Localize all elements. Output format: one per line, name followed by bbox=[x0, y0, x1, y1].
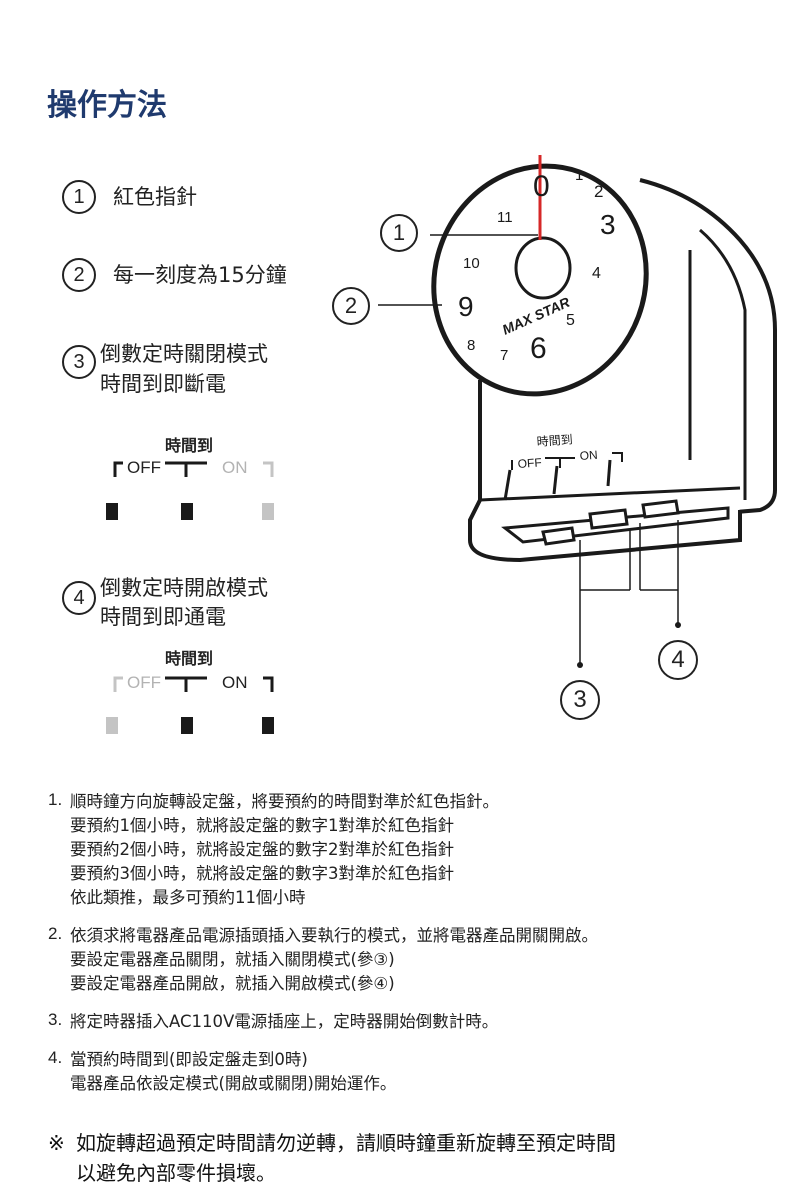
instruction-line: 要預約1個小時，就將設定盤的數字1對準於紅色指針 bbox=[70, 816, 454, 835]
instruction-line: 要預約2個小時，就將設定盤的數字2對準於紅色指針 bbox=[70, 840, 454, 859]
feature-on-mode-desc: 時間到即通電 bbox=[100, 605, 226, 629]
switch-on-label: ON bbox=[222, 458, 248, 477]
dial-number-1: 1 bbox=[575, 167, 583, 184]
switch-time-label: 時間到 bbox=[165, 436, 214, 455]
dial-number-11: 11 bbox=[497, 209, 513, 226]
dial-number-5: 5 bbox=[566, 312, 575, 329]
dial-number-10: 10 bbox=[463, 255, 480, 272]
callout-number-1: 1 bbox=[62, 180, 96, 214]
switch-on-label-2: ON bbox=[222, 673, 248, 692]
instruction-line: 電器產品依設定模式(開啟或關閉)開始運作。 bbox=[70, 1074, 397, 1093]
instruction-line: 要設定電器產品開啟，就插入開啟模式(參④) bbox=[70, 974, 395, 993]
instruction-item-1: 1. 順時鐘方向旋轉設定盤，將要預約的時間對準於紅色指針。 要預約1個小時，就將… bbox=[48, 790, 768, 910]
switch-off-label: OFF bbox=[127, 458, 161, 477]
instruction-num: 4. bbox=[48, 1048, 63, 1067]
feature-off-mode-desc: 時間到即斷電 bbox=[100, 372, 226, 396]
instruction-line: 將定時器插入AC110V電源插座上，定時器開始倒數計時。 bbox=[70, 1012, 499, 1031]
dial-number-9: 9 bbox=[458, 291, 474, 322]
instruction-line: 當預約時間到(即設定盤走到0時) bbox=[70, 1050, 308, 1069]
instruction-line: 要設定電器產品關閉，就插入關閉模式(參③) bbox=[70, 950, 395, 969]
plug-slot-off-2 bbox=[106, 717, 118, 734]
switch-off-label-2: OFF bbox=[127, 673, 161, 692]
callout-number-2: 2 bbox=[62, 258, 96, 292]
device-callout-4: 4 bbox=[658, 640, 698, 680]
timer-device-illustration: 0 1 2 3 4 5 6 7 8 9 10 11 MAX STAR 時間到 O… bbox=[378, 155, 777, 668]
feature-on-mode-title: 倒數定時開啟模式 bbox=[100, 576, 268, 600]
callout-number-3: 3 bbox=[62, 345, 96, 379]
plug-slot-off bbox=[106, 503, 118, 520]
instruction-line: 順時鐘方向旋轉設定盤，將要預約的時間對準於紅色指針。 bbox=[70, 792, 499, 811]
warning-line-2: 以避免內部零件損壞。 bbox=[76, 1161, 276, 1185]
dial-number-2: 2 bbox=[594, 182, 603, 201]
warning-line-1: 如旋轉超過預定時間請勿逆轉，請順時鐘重新旋轉至預定時間 bbox=[76, 1131, 616, 1155]
dial-number-6: 6 bbox=[530, 332, 547, 365]
plug-slot-middle-2 bbox=[181, 717, 193, 734]
instruction-line: 要預約3個小時，就將設定盤的數字3對準於紅色指針 bbox=[70, 864, 454, 883]
device-callout-3: 3 bbox=[560, 680, 600, 720]
plug-slot-on bbox=[262, 503, 274, 520]
page-title: 操作方法 bbox=[47, 88, 167, 123]
switch-diagram-on-bracket bbox=[113, 676, 274, 692]
feature-off-mode-title: 倒數定時關閉模式 bbox=[100, 342, 268, 366]
dial-number-0: 0 bbox=[533, 170, 550, 203]
switch-diagram-off-bracket bbox=[113, 461, 274, 477]
instruction-num: 1. bbox=[48, 790, 63, 809]
plug-slot-on-2 bbox=[262, 717, 274, 734]
switch-time-label-2: 時間到 bbox=[165, 649, 214, 668]
feature-scale: 每一刻度為15分鐘 bbox=[113, 263, 287, 287]
plug-slot-middle bbox=[181, 503, 193, 520]
dial-number-8: 8 bbox=[467, 337, 475, 354]
dial-number-3: 3 bbox=[600, 209, 616, 240]
device-callout-2: 2 bbox=[332, 287, 370, 325]
dial-number-7: 7 bbox=[500, 347, 508, 364]
instruction-item-3: 3. 將定時器插入AC110V電源插座上，定時器開始倒數計時。 bbox=[48, 1010, 768, 1034]
instruction-line: 依須求將電器產品電源插頭插入要執行的模式，並將電器產品開關開啟。 bbox=[70, 926, 598, 945]
instruction-line: 依此類推，最多可預約11個小時 bbox=[70, 888, 306, 907]
instruction-item-4: 4. 當預約時間到(即設定盤走到0時) 電器產品依設定模式(開啟或關閉)開始運作… bbox=[48, 1048, 768, 1096]
device-side-on-label: ON bbox=[579, 448, 598, 463]
warning-mark: ※ bbox=[48, 1131, 65, 1155]
callout-number-4: 4 bbox=[62, 581, 96, 615]
feature-red-pointer: 紅色指針 bbox=[113, 185, 197, 209]
instruction-item-2: 2. 依須求將電器產品電源插頭插入要執行的模式，並將電器產品開關開啟。 要設定電… bbox=[48, 924, 768, 996]
device-callout-1: 1 bbox=[380, 214, 418, 252]
instruction-list: 1. 順時鐘方向旋轉設定盤，將要預約的時間對準於紅色指針。 要預約1個小時，就將… bbox=[48, 790, 768, 1110]
device-side-time-label: 時間到 bbox=[536, 433, 573, 449]
dial-number-4: 4 bbox=[592, 265, 601, 282]
instruction-num: 3. bbox=[48, 1010, 63, 1029]
instruction-num: 2. bbox=[48, 924, 63, 943]
device-side-off-label: OFF bbox=[517, 455, 542, 471]
